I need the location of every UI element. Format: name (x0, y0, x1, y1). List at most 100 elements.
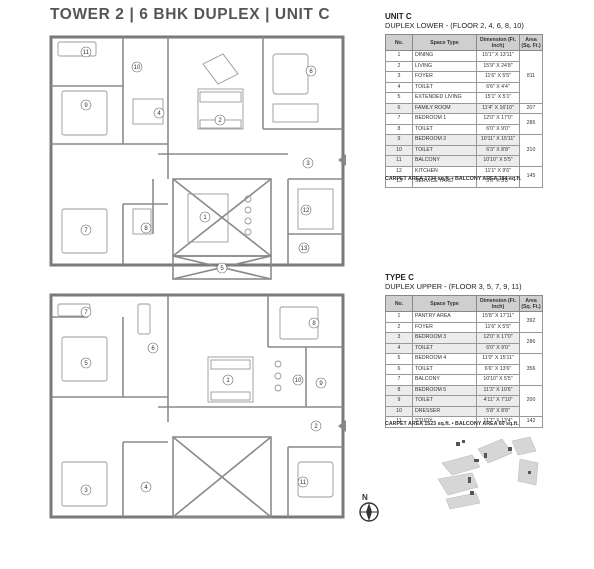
col-no: No. (385, 34, 413, 51)
plan-marker: 1 (222, 374, 234, 386)
svg-text:9: 9 (319, 381, 323, 387)
upper-floors: DUPLEX UPPER - (FLOOR 3, 5, 7, 9, 11) (385, 282, 522, 291)
svg-text:8: 8 (144, 226, 148, 232)
plan-marker: 4 (140, 481, 152, 493)
key-plan (437, 436, 539, 510)
svg-text:10: 10 (295, 378, 302, 384)
area-cell: 811 (519, 50, 543, 104)
upper-area-table: No. Space Type Dimension (Ft. Inch) Area… (385, 295, 543, 428)
plan-marker: 11 (80, 46, 92, 58)
svg-text:1: 1 (203, 215, 207, 221)
svg-text:2: 2 (218, 118, 222, 124)
svg-text:5: 5 (84, 361, 88, 367)
svg-text:4: 4 (144, 485, 148, 491)
upper-area-note: CARPET AREA 1523 sq.ft. • BALCONY AREA 6… (385, 421, 519, 427)
plan-marker: 3 (302, 157, 314, 169)
lower-area-table: No. Space Type Dimension (Ft. Inch) Area… (385, 34, 543, 188)
plan-marker: 8 (140, 222, 152, 234)
area-cell: 286 (519, 113, 543, 135)
col-dimension: Dimension (Ft. Inch) (476, 34, 520, 51)
plan-marker: 2 (310, 420, 322, 432)
upper-header: TYPE C DUPLEX UPPER - (FLOOR 3, 5, 7, 9,… (385, 273, 522, 291)
svg-text:11: 11 (300, 480, 307, 486)
svg-text:1: 1 (226, 378, 230, 384)
svg-text:5: 5 (220, 266, 224, 272)
compass-icon (359, 502, 379, 522)
plan-marker: 4 (153, 107, 165, 119)
col-area: Area (Sq. Ft.) (519, 34, 543, 51)
plan-marker: 12 (300, 204, 312, 216)
plan-marker: 10 (292, 374, 304, 386)
plan-marker: 10 (131, 61, 143, 73)
svg-text:10: 10 (134, 65, 141, 71)
north-label: N (362, 493, 368, 502)
plan-marker: 9 (315, 377, 327, 389)
lower-floors: DUPLEX LOWER - (FLOOR 2, 4, 6, 8, 10) (385, 21, 524, 30)
upper-floor-plan: 1 2 3 4 5 6 7 8 9 10 11 (49, 293, 346, 519)
svg-text:13: 13 (301, 246, 308, 252)
area-cell: 392 (519, 311, 543, 333)
area-cell: 142 (519, 416, 543, 428)
svg-text:11: 11 (83, 50, 90, 56)
plan-marker: 5 (216, 262, 228, 274)
area-cell: 356 (519, 353, 543, 386)
area-cell: 200 (519, 384, 543, 417)
plan-marker: 1 (199, 211, 211, 223)
col-no: No. (385, 295, 413, 312)
plan-marker: 3 (80, 484, 92, 496)
svg-text:4: 4 (157, 111, 161, 117)
svg-text:3: 3 (306, 161, 310, 167)
svg-text:7: 7 (84, 228, 88, 234)
plan-marker: 8 (308, 317, 320, 329)
lower-unit: UNIT C (385, 12, 412, 21)
area-cell: 286 (519, 332, 543, 354)
svg-text:2: 2 (314, 424, 318, 430)
col-space: Space Type (412, 34, 477, 51)
col-area: Area (Sq. Ft.) (519, 295, 543, 312)
plan-marker: 6 (305, 65, 317, 77)
lower-floor-plan: 1 2 3 4 5 6 7 8 9 10 11 12 13 (49, 35, 346, 280)
svg-text:8: 8 (312, 321, 316, 327)
svg-text:6: 6 (151, 346, 155, 352)
page-title: TOWER 2 | 6 BHK DUPLEX | UNIT C (50, 6, 331, 23)
plan-marker: 2 (214, 114, 226, 126)
lower-header: UNIT C DUPLEX LOWER - (FLOOR 2, 4, 6, 8,… (385, 12, 524, 30)
area-cell: 207 (519, 102, 543, 114)
plan-marker: 6 (147, 342, 159, 354)
plan-marker: 7 (80, 306, 92, 318)
north-compass: N (355, 492, 383, 529)
col-space: Space Type (412, 295, 477, 312)
area-cell: 145 (519, 165, 543, 188)
svg-text:12: 12 (303, 208, 310, 214)
col-dimension: Dimension (Ft. Inch) (476, 295, 520, 312)
plan-marker: 13 (298, 242, 310, 254)
plan-marker: 11 (297, 476, 309, 488)
lower-area-note: CARPET AREA 1734 sq.ft. • BALCONY AREA 1… (385, 176, 522, 182)
plan-marker: 7 (80, 224, 92, 236)
svg-text:6: 6 (309, 69, 313, 75)
